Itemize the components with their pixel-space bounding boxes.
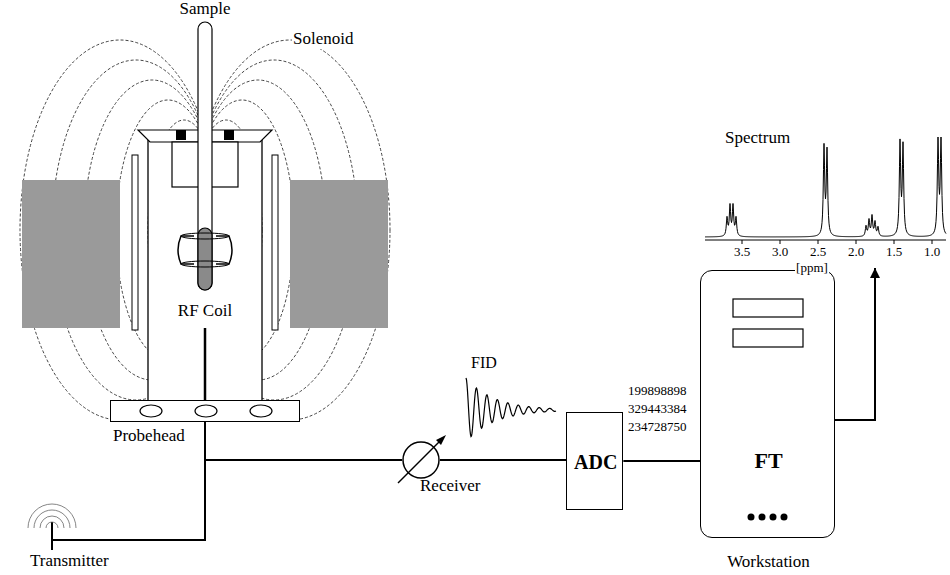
adc-box: ADC	[566, 412, 623, 510]
axis-tick-label: 2.5	[809, 245, 827, 259]
signal-wire	[623, 460, 700, 462]
gain-arrow-head	[436, 435, 446, 445]
connector-socket	[140, 405, 162, 417]
shim-plate	[272, 155, 278, 330]
shim-plate	[132, 155, 138, 330]
ppm-axis	[705, 240, 946, 241]
rf-coil	[178, 236, 194, 264]
drive-bay	[733, 299, 803, 317]
radio-wave	[28, 504, 76, 528]
axis-tick	[818, 240, 819, 244]
rf-coil	[181, 261, 229, 267]
radio-wave	[46, 522, 58, 528]
digital-data: 234728750	[627, 420, 688, 434]
status-led	[759, 514, 766, 521]
receiver-amplifier-shape	[402, 441, 440, 479]
axis-unit: [ppm]	[795, 261, 829, 275]
box-label: FT	[754, 449, 782, 473]
probehead-bar: Probehead	[110, 400, 300, 422]
signal-wire	[205, 422, 402, 460]
part-label: Solenoid	[292, 30, 354, 49]
probehead-bar-shape	[111, 401, 301, 423]
status-led	[770, 514, 777, 521]
axis-tick-label: 2.0	[847, 245, 865, 259]
spinner-pad	[224, 130, 234, 140]
part-label: Sample	[179, 0, 232, 19]
part-label: Receiver	[420, 477, 480, 496]
workstation-tower-shape	[701, 271, 836, 539]
box-label: ADC	[574, 451, 617, 473]
receiver-amplifier: Receiver	[402, 441, 440, 479]
rf-coil	[181, 233, 229, 239]
axis-tick	[742, 240, 743, 244]
status-led	[748, 514, 755, 521]
radio-wave	[40, 516, 64, 528]
workstation-tower: FTWorkstation	[700, 270, 835, 538]
solenoid-block	[22, 180, 120, 328]
sample-liquid	[198, 228, 212, 290]
antenna	[51, 522, 53, 550]
axis-tick-label: 3.5	[733, 245, 751, 259]
solenoid-block	[290, 180, 388, 328]
digital-data: 199898898	[627, 384, 688, 398]
sample-tube	[198, 22, 212, 290]
digital-data: 329443384	[627, 402, 688, 416]
axis-tick	[894, 240, 895, 244]
signal-wire	[835, 268, 875, 420]
part-label: RF Coil	[177, 302, 233, 321]
radio-wave	[34, 510, 70, 528]
axis-ticks	[742, 240, 932, 244]
part-label: Probehead	[113, 427, 185, 446]
signal-wire	[440, 459, 566, 461]
drive-bay	[733, 329, 803, 347]
axis-tick-label: 1.0	[923, 245, 941, 259]
part-label: Workstation	[727, 553, 810, 572]
coil-lead	[204, 328, 207, 400]
signal-name: FID	[470, 354, 498, 372]
plot-title: Spectrum	[725, 129, 790, 148]
axis-tick-label: 1.5	[885, 245, 903, 259]
fid-signal	[466, 378, 556, 436]
axis-tick	[780, 240, 781, 244]
axis-tick	[856, 240, 857, 244]
part-label: Transmitter	[30, 552, 109, 571]
spinner-pad	[176, 130, 186, 140]
axis-tick	[932, 240, 933, 244]
status-led	[781, 514, 788, 521]
connector-socket	[250, 405, 272, 417]
transmitter-antenna: Transmitter	[30, 512, 74, 568]
axis-tick-label: 3.0	[771, 245, 789, 259]
antenna-feed	[52, 539, 74, 541]
signal-wire	[74, 422, 205, 540]
spectrum-trace	[705, 137, 946, 237]
rf-coil	[216, 236, 232, 264]
connector-socket	[195, 405, 217, 417]
